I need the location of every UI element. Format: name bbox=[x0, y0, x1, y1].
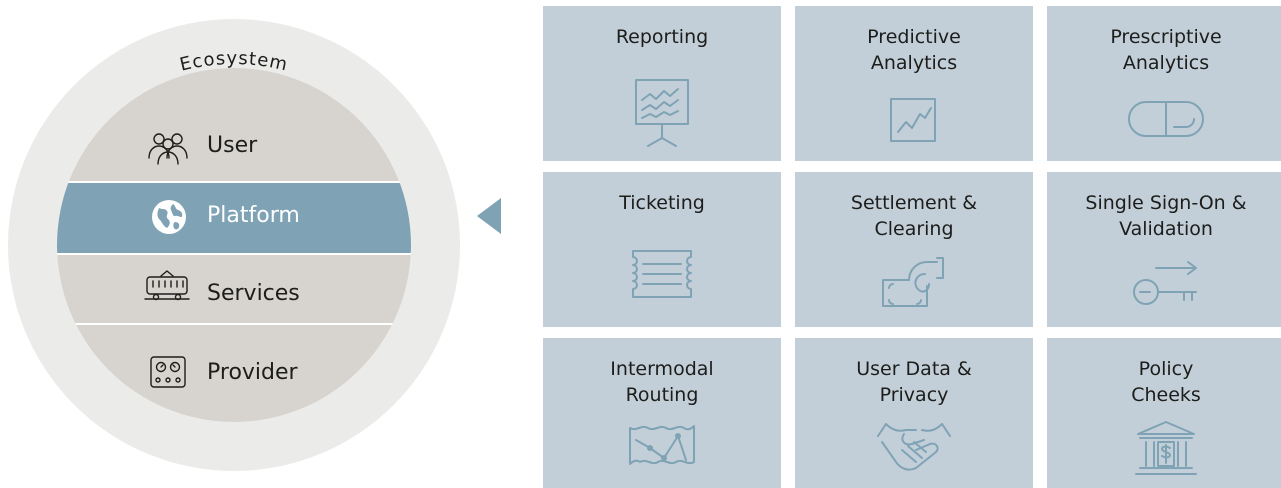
capsule-icon bbox=[1128, 101, 1204, 137]
band-label-provider: Provider bbox=[207, 360, 298, 385]
band-platform bbox=[57, 183, 411, 253]
tile-title: Single Sign-On & Validation bbox=[1085, 192, 1247, 240]
band-label-platform: Platform bbox=[207, 203, 300, 228]
band-label-user: User bbox=[207, 133, 258, 158]
tile-policy-cheeks: Policy Cheeks bbox=[1047, 338, 1281, 488]
money-hand-icon bbox=[882, 257, 944, 307]
tile-title: Settlement & Clearing bbox=[850, 192, 978, 240]
tile-title: Intermodal Routing bbox=[610, 358, 714, 406]
tile-ticketing: Ticketing bbox=[543, 172, 781, 327]
courthouse-icon bbox=[1135, 421, 1197, 475]
tile-intermodal-routing: Intermodal Routing bbox=[543, 338, 781, 488]
key-icon bbox=[1133, 261, 1197, 305]
tile-user-data-privacy: User Data & Privacy bbox=[795, 338, 1033, 488]
tile-prescriptive-analytics: Prescriptive Analytics bbox=[1047, 6, 1281, 161]
tile-title: User Data & Privacy bbox=[856, 358, 972, 406]
tile-predictive-analytics: Predictive Analytics bbox=[795, 6, 1033, 161]
tile-title: Policy Cheeks bbox=[1131, 358, 1201, 406]
band-label-services: Services bbox=[207, 281, 300, 306]
tile-single-sign-on-validation: Single Sign-On & Validation bbox=[1047, 172, 1281, 327]
tile-settlement-clearing: Settlement & Clearing bbox=[795, 172, 1033, 327]
line-chart-icon bbox=[890, 98, 936, 142]
tile-title: Predictive Analytics bbox=[867, 26, 961, 74]
handshake-icon bbox=[877, 423, 951, 471]
tile-title: Ticketing bbox=[619, 192, 705, 214]
band-services bbox=[57, 255, 411, 323]
pointer-arrow-icon bbox=[477, 198, 501, 234]
tile-title: Reporting bbox=[615, 26, 709, 48]
users-icon bbox=[148, 133, 188, 165]
presentation-chart-icon bbox=[635, 79, 689, 147]
ticket-icon bbox=[632, 250, 692, 298]
control-panel-icon bbox=[150, 356, 186, 388]
globe-icon bbox=[152, 200, 186, 234]
route-map-icon bbox=[629, 425, 695, 465]
tile-reporting: Reporting bbox=[543, 6, 781, 161]
tram-icon bbox=[144, 270, 190, 301]
ecosystem-ring: Ecosystem bbox=[8, 19, 460, 471]
tile-title: Prescriptive Analytics bbox=[1110, 26, 1222, 74]
